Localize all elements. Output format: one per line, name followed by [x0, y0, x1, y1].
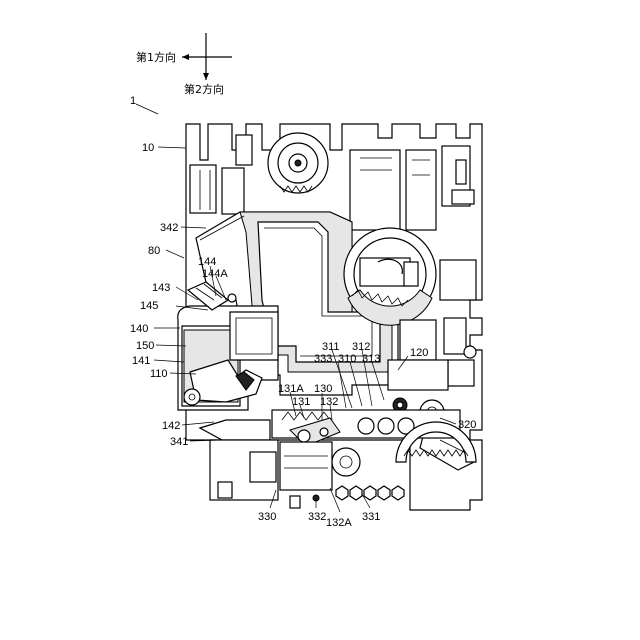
ref-311: 311: [322, 341, 340, 353]
ref-332: 332: [308, 511, 326, 523]
device-drawing: 1 10 342 80 144 144A 143 145 140 150 141…: [130, 95, 482, 529]
ref-132: 132: [320, 396, 338, 408]
ref-313: 313: [362, 353, 380, 365]
ref-150: 150: [136, 340, 154, 352]
ref-110: 110: [150, 368, 168, 380]
ref-132a: 132A: [326, 517, 352, 529]
ref-140: 140: [130, 323, 148, 335]
ref-145: 145: [140, 300, 158, 312]
ref-312: 312: [352, 341, 370, 353]
ref-130: 130: [314, 383, 332, 395]
ref-80: 80: [148, 245, 160, 257]
top-gear: [268, 133, 328, 193]
ref-331: 331: [362, 511, 380, 523]
ref-342: 342: [160, 222, 178, 234]
second-direction-label: 第2方向: [184, 82, 224, 96]
ref-141: 141: [132, 355, 150, 367]
ref-310: 310: [338, 353, 356, 365]
first-direction-label: 第1方向: [136, 50, 176, 64]
hex-pattern: [336, 486, 404, 500]
ref-320: 320: [458, 419, 476, 431]
right-gear: [344, 228, 436, 325]
ref-144a: 144A: [202, 268, 228, 280]
ref-333: 333: [314, 353, 332, 365]
ref-341: 341: [170, 436, 188, 448]
ref-120: 120: [410, 347, 428, 359]
ref-131a: 131A: [278, 383, 304, 395]
ref-1: 1: [130, 95, 136, 107]
ref-142: 142: [162, 420, 180, 432]
ref-330: 330: [258, 511, 276, 523]
ref-131: 131: [292, 396, 310, 408]
ref-143: 143: [152, 282, 170, 294]
ref-144: 144: [198, 256, 216, 268]
direction-indicator: 第1方向 第2方向: [136, 33, 232, 96]
ref-10: 10: [142, 142, 154, 154]
